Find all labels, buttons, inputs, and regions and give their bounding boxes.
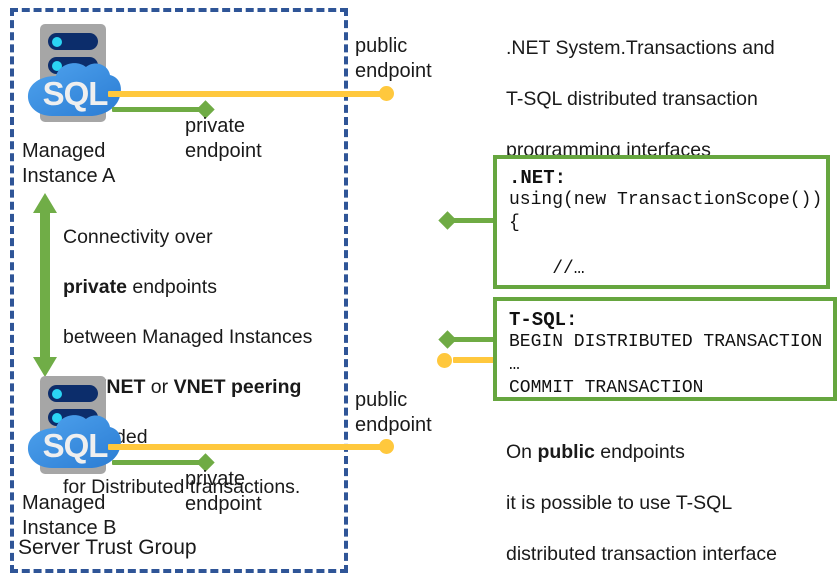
public-endpoint-line-b bbox=[108, 444, 388, 450]
sql-cloud-icon: SQL bbox=[26, 410, 124, 480]
server-led-icon bbox=[52, 60, 62, 71]
conn-line-4-mid: or bbox=[145, 376, 174, 398]
managed-instance-b-icon: SQL bbox=[18, 376, 128, 481]
public-endpoint-dot-b bbox=[379, 439, 394, 454]
conn-line-2-bold: private bbox=[63, 276, 127, 298]
public-endpoint-label-a: public endpoint bbox=[355, 35, 432, 82]
conn-line-2-rest: endpoints bbox=[126, 276, 217, 298]
tsql-box-connector-diamond bbox=[438, 330, 457, 349]
outro-line-1-pre: On bbox=[506, 440, 538, 463]
server-trust-group-boundary bbox=[10, 8, 348, 573]
private-connectivity-arrow bbox=[32, 193, 58, 377]
sql-cloud-label: SQL bbox=[42, 75, 109, 112]
conn-line-1: Connectivity over bbox=[63, 226, 213, 248]
conn-line-6: for Distributed transactions. bbox=[63, 476, 301, 498]
tsql-box-green-connector-line bbox=[453, 337, 498, 342]
public-endpoint-line-a bbox=[108, 91, 388, 97]
outro-note: On public endpoints it is possible to us… bbox=[506, 414, 840, 587]
server-slot-icon bbox=[48, 385, 98, 402]
connectivity-note: Connectivity over private endpoints betw… bbox=[63, 200, 312, 525]
tsql-code-box: T-SQL: BEGIN DISTRIBUTED TRANSACTION … C… bbox=[493, 297, 837, 401]
intro-line-2: T-SQL distributed transaction bbox=[506, 87, 758, 110]
private-endpoint-line-b bbox=[112, 460, 207, 465]
dotnet-code-box: .NET: using(new TransactionScope()) { //… bbox=[493, 155, 830, 325]
dotnet-code-title: .NET: bbox=[509, 167, 567, 189]
private-endpoint-label-b: private endpoint bbox=[185, 468, 262, 515]
managed-instance-b-caption: Managed Instance B bbox=[22, 492, 117, 539]
outro-line-3: distributed transaction interface bbox=[506, 542, 777, 565]
intro-line-1: .NET System.Transactions and bbox=[506, 36, 775, 59]
server-led-icon bbox=[52, 412, 62, 423]
dotnet-box-connector-diamond bbox=[438, 211, 457, 230]
private-endpoint-line-a bbox=[112, 107, 207, 112]
dotnet-box-connector-line bbox=[453, 218, 498, 223]
public-endpoint-label-b: public endpoint bbox=[355, 389, 432, 436]
conn-line-3: between Managed Instances bbox=[63, 326, 313, 348]
server-led-icon bbox=[52, 36, 62, 47]
public-endpoint-dot-a bbox=[379, 86, 394, 101]
tsql-code-title: T-SQL: bbox=[509, 309, 578, 331]
tsql-box-connector-dot bbox=[437, 353, 452, 368]
sql-cloud-label: SQL bbox=[42, 427, 109, 464]
conn-line-4-vnet: VNET bbox=[93, 376, 146, 398]
managed-instance-a-icon: SQL bbox=[18, 24, 128, 129]
server-trust-group-label: Server Trust Group bbox=[18, 536, 197, 559]
server-slot-icon bbox=[48, 33, 98, 50]
outro-line-1-bold: public bbox=[537, 440, 595, 463]
conn-line-4-vnet-peering: VNET peering bbox=[173, 376, 302, 398]
sql-cloud-icon: SQL bbox=[26, 58, 124, 128]
server-led-icon bbox=[52, 388, 62, 399]
tsql-code-body: BEGIN DISTRIBUTED TRANSACTION … COMMIT T… bbox=[509, 332, 823, 398]
outro-line-1-post: endpoints bbox=[594, 440, 685, 463]
private-endpoint-label-a: private endpoint bbox=[185, 115, 262, 162]
tsql-box-yellow-connector-line bbox=[453, 357, 498, 363]
managed-instance-a-caption: Managed Instance A bbox=[22, 140, 116, 187]
outro-line-2: it is possible to use T-SQL bbox=[506, 491, 733, 514]
